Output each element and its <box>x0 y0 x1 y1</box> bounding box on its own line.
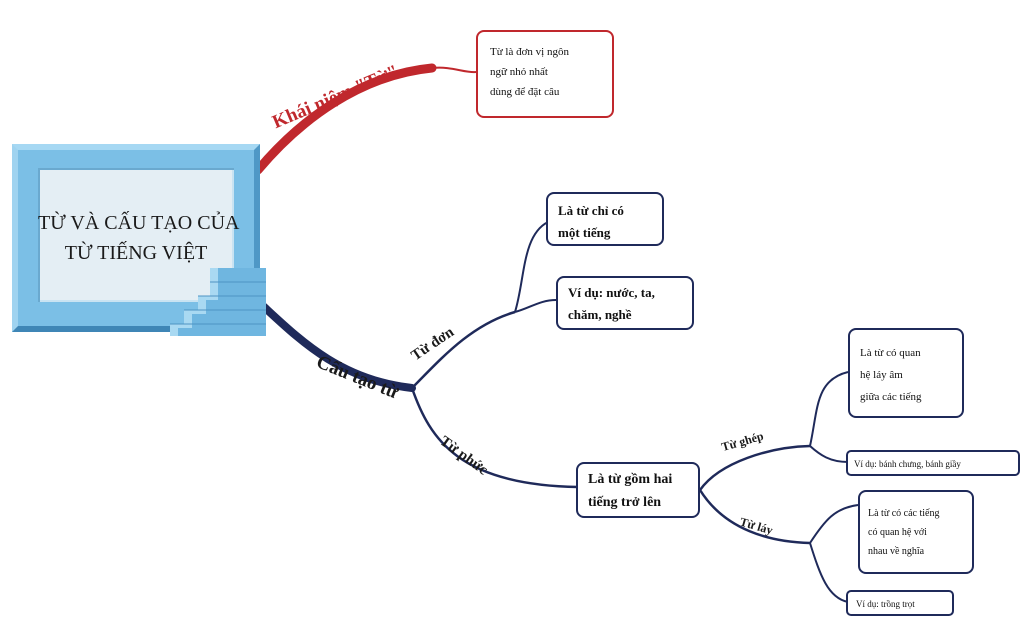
central-title-line-2: TỪ TIẾNG VIỆT <box>64 242 208 264</box>
stairs-icon <box>170 268 266 336</box>
khai-niem-definition-line: Từ là đơn vị ngôn <box>490 46 569 58</box>
branch-tu-phuc-line <box>410 387 579 489</box>
tu-lay-def-connector <box>809 504 859 544</box>
tu-ghep-definition-line: Là từ có quan <box>860 347 921 359</box>
tu-lay-example-text: Ví dụ: trồng trọt <box>856 599 915 609</box>
tu-don-example-connector <box>514 299 557 313</box>
central-topic: TỪ VÀ CẤU TẠO CỦA TỪ TIẾNG VIỆT <box>12 144 260 332</box>
tu-don-example-box: Ví dụ: nước, ta, chăm, nghề <box>556 276 694 330</box>
tu-lay-definition-line: có quan hệ với <box>868 527 927 538</box>
tu-don-example-line: chăm, nghề <box>568 307 632 322</box>
tu-don-definition-box: Là từ chỉ có một tiếng <box>546 192 664 246</box>
branch-tu-ghep-line <box>698 444 811 491</box>
tu-don-def-connector <box>514 221 549 313</box>
tu-ghep-example-connector <box>809 445 849 463</box>
branch-tu-don-line <box>411 310 516 389</box>
tu-lay-definition-line: Là từ có các tiếng <box>868 508 940 519</box>
branch-cau-tao-line <box>258 301 416 392</box>
tu-lay-definition-box: Là từ có các tiếng có quan hệ với nhau v… <box>858 490 974 574</box>
tu-phuc-definition-line: tiếng trở lên <box>588 495 662 510</box>
branch-khai-niem-line <box>253 63 437 175</box>
central-topic-screen: TỪ VÀ CẤU TẠO CỦA TỪ TIẾNG VIỆT <box>38 168 240 302</box>
tu-lay-definition-line: nhau về nghĩa <box>868 546 925 557</box>
tu-ghep-definition-box: Là từ có quan hệ láy âm giữa các tiếng <box>848 328 964 418</box>
tu-ghep-example-box: Ví dụ: bánh chưng, bánh giầy <box>846 450 1020 476</box>
tu-ghep-example-text: Ví dụ: bánh chưng, bánh giầy <box>854 459 961 469</box>
tu-don-definition-line: một tiếng <box>558 225 611 240</box>
branch-khai-niem-tail <box>431 66 477 74</box>
khai-niem-definition-line: dùng để đặt câu <box>490 86 560 98</box>
tu-phuc-definition-box: Là từ gồm hai tiếng trở lên <box>576 462 700 518</box>
central-title-line-1: TỪ VÀ CẤU TẠO CỦA <box>38 212 240 234</box>
tu-phuc-definition-line: Là từ gồm hai <box>588 472 673 487</box>
tu-lay-example-connector <box>809 542 849 603</box>
khai-niem-definition-box: Từ là đơn vị ngôn ngữ nhỏ nhất dùng để đ… <box>476 30 614 118</box>
tu-don-definition-line: Là từ chỉ có <box>558 203 624 218</box>
khai-niem-definition-line: ngữ nhỏ nhất <box>490 66 548 78</box>
tu-lay-example-box: Ví dụ: trồng trọt <box>846 590 954 616</box>
tu-ghep-definition-line: giữa các tiếng <box>860 391 922 403</box>
tu-ghep-definition-line: hệ láy âm <box>860 369 903 381</box>
branch-tu-lay-line <box>698 489 811 545</box>
tu-ghep-def-connector <box>809 371 849 447</box>
tu-don-example-line: Ví dụ: nước, ta, <box>568 285 655 300</box>
